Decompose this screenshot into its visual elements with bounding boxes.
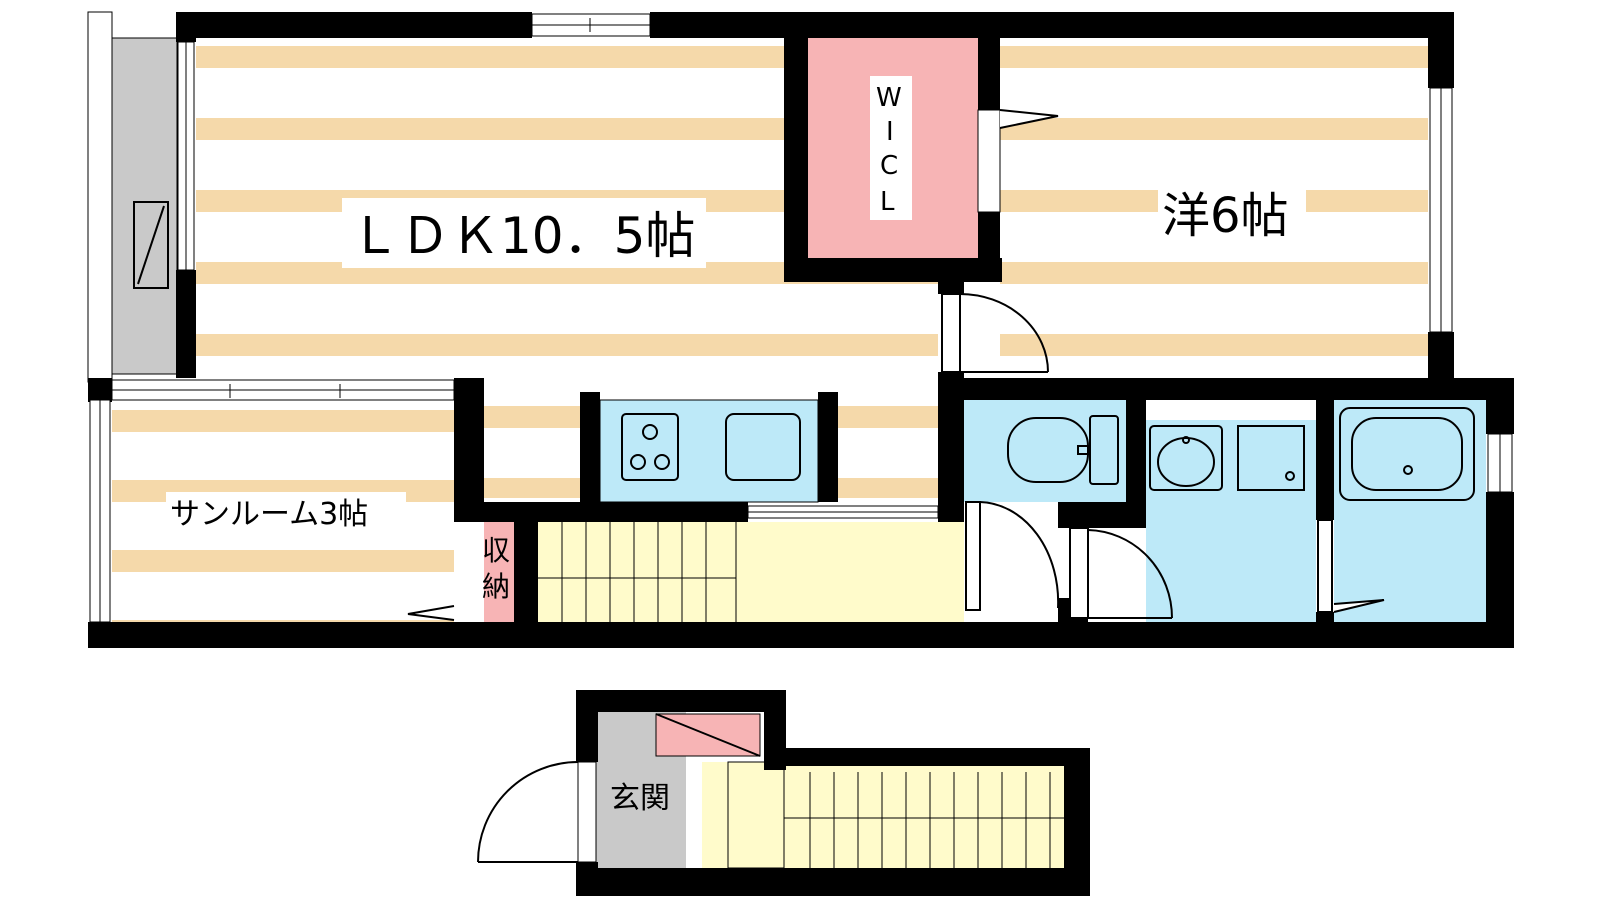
western-room-label: 洋6帖	[1162, 188, 1289, 244]
wic-label-l: L	[880, 187, 895, 217]
staircase-upper	[538, 522, 737, 622]
kitchen-counter	[599, 399, 819, 503]
wic-label-c: C	[880, 151, 898, 181]
entrance-label: 玄関	[610, 781, 670, 816]
balcony	[87, 11, 178, 383]
storage-label-line1: 収	[482, 534, 510, 567]
doors	[407, 109, 1385, 621]
wic-label-w: W	[876, 83, 902, 113]
washbasin-icon	[1149, 425, 1305, 491]
entrance-unit	[477, 690, 1090, 896]
room-labels: ＬＤＫ10．5帖 洋6帖 サンルーム3帖 収 納 W I C L 玄関	[166, 76, 1306, 816]
bathroom	[1334, 400, 1486, 622]
walls	[88, 12, 1514, 648]
storage-label-line2: 納	[482, 570, 510, 603]
bathtub-icon	[1339, 407, 1475, 501]
storage-closet	[484, 522, 514, 622]
windows	[89, 13, 1513, 623]
toilet-icon	[1007, 415, 1119, 485]
wic-label-i: I	[886, 117, 894, 147]
washroom	[1146, 420, 1316, 622]
ldk-label: ＬＤＫ10．5帖	[350, 207, 695, 265]
sunroom-label: サンルーム3帖	[170, 497, 368, 532]
